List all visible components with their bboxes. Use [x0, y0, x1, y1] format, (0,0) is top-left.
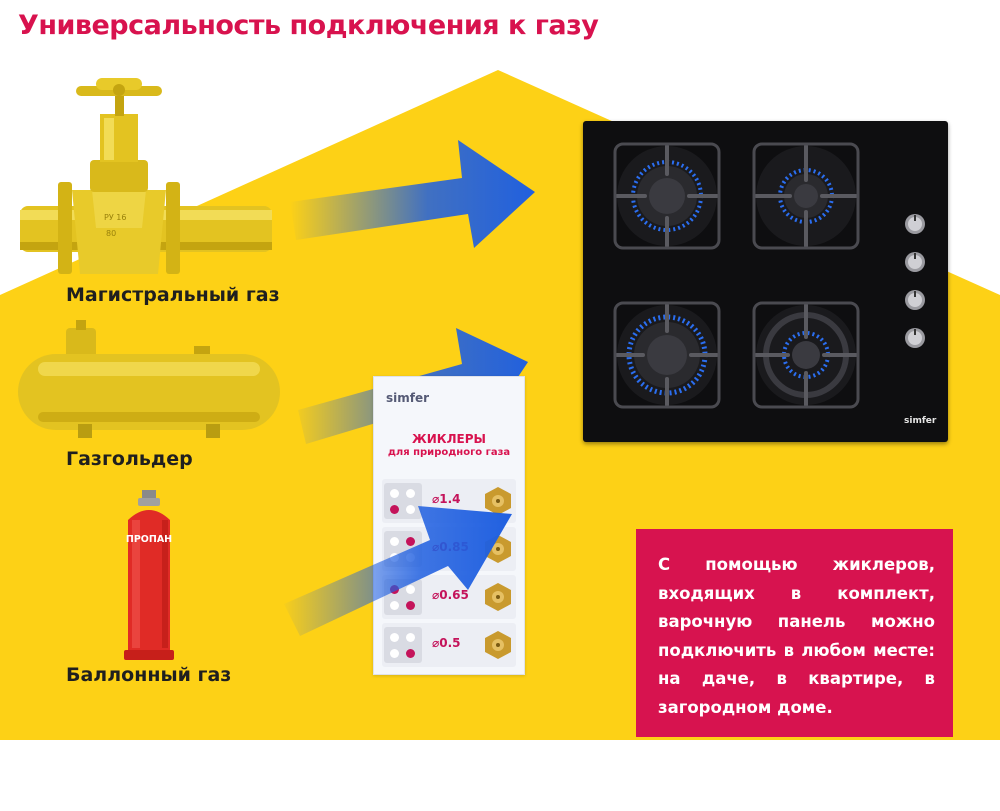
burner-icon: [613, 301, 721, 409]
jet-size: ⌀1.4: [432, 492, 461, 506]
burner-icon: [752, 142, 860, 250]
source-label-gas-holder: Газгольдер: [66, 448, 193, 470]
gas-holder-tank-icon: [18, 320, 280, 438]
hob-brand-logo: simfer: [904, 416, 937, 426]
page-title: Универсальность подключения к газу: [18, 10, 599, 41]
jet-dots-icon: [384, 531, 422, 567]
control-knob-icon: [905, 290, 925, 310]
jets-card-title: ЖИКЛЕРЫ: [412, 432, 486, 446]
burner-icon: [613, 142, 721, 250]
nozzle-icon: [485, 631, 511, 659]
hob-burners: [613, 142, 925, 409]
jet-row: ⌀0.5: [382, 623, 516, 667]
jets-card-subtitle: для природного газа: [387, 447, 511, 458]
gas-pipe-valve-icon: РУ 16 80: [20, 78, 272, 274]
control-knob-icon: [905, 328, 925, 348]
arrow-main-gas: [290, 140, 535, 248]
jet-dots-icon: [384, 483, 422, 519]
burner-icon: [752, 301, 860, 409]
info-box: С помощью жиклеров, входящих в комплект,…: [636, 529, 953, 737]
jet-size: ⌀0.5: [432, 636, 461, 650]
svg-text:80: 80: [106, 229, 116, 238]
jet-row: ⌀0.85: [382, 527, 516, 571]
jet-size: ⌀0.65: [432, 588, 469, 602]
jet-dots-icon: [384, 579, 422, 615]
gas-cylinder-icon: ПРОПАН: [124, 490, 174, 660]
nozzle-icon: [485, 535, 511, 563]
jets-card: simfer ЖИКЛЕРЫ для природного газа ⌀1.4 …: [373, 376, 525, 675]
jet-row: ⌀0.65: [382, 575, 516, 619]
nozzle-icon: [485, 487, 511, 515]
jet-row: ⌀1.4: [382, 479, 516, 523]
jet-size: ⌀0.85: [432, 540, 469, 554]
jet-dots-icon: [384, 627, 422, 663]
gas-hob: simfer: [583, 121, 948, 442]
source-label-gas-cylinder: Баллонный газ: [66, 664, 232, 686]
svg-text:РУ 16: РУ 16: [104, 213, 126, 222]
info-text: С помощью жиклеров, входящих в комплект,…: [658, 555, 935, 717]
nozzle-icon: [485, 583, 511, 611]
source-label-main-gas: Магистральный газ: [66, 284, 280, 306]
cylinder-label: ПРОПАН: [126, 534, 172, 545]
control-knob-icon: [905, 252, 925, 272]
jets-card-brand: simfer: [386, 391, 430, 405]
control-knob-icon: [905, 214, 925, 234]
